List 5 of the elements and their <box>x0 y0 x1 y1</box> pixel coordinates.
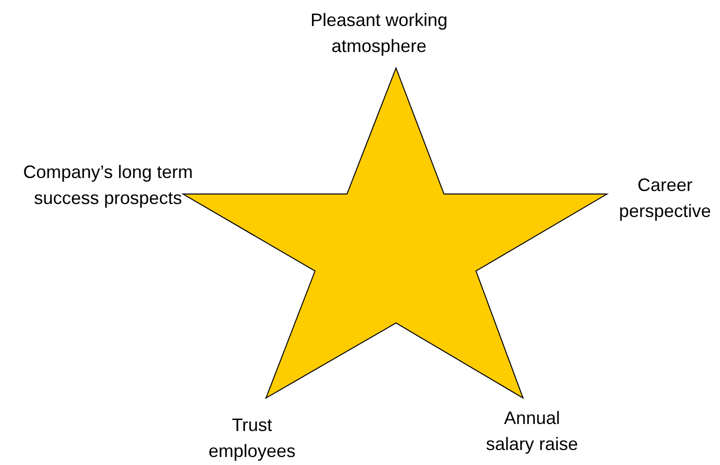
point-label: Company’s long term success prospects <box>23 161 193 210</box>
point-label: Annual salary raise <box>484 407 580 456</box>
point-label: Career perspective <box>618 174 712 223</box>
point-label: Pleasant working atmosphere <box>309 9 449 58</box>
point-label: Trust employees <box>207 414 297 463</box>
